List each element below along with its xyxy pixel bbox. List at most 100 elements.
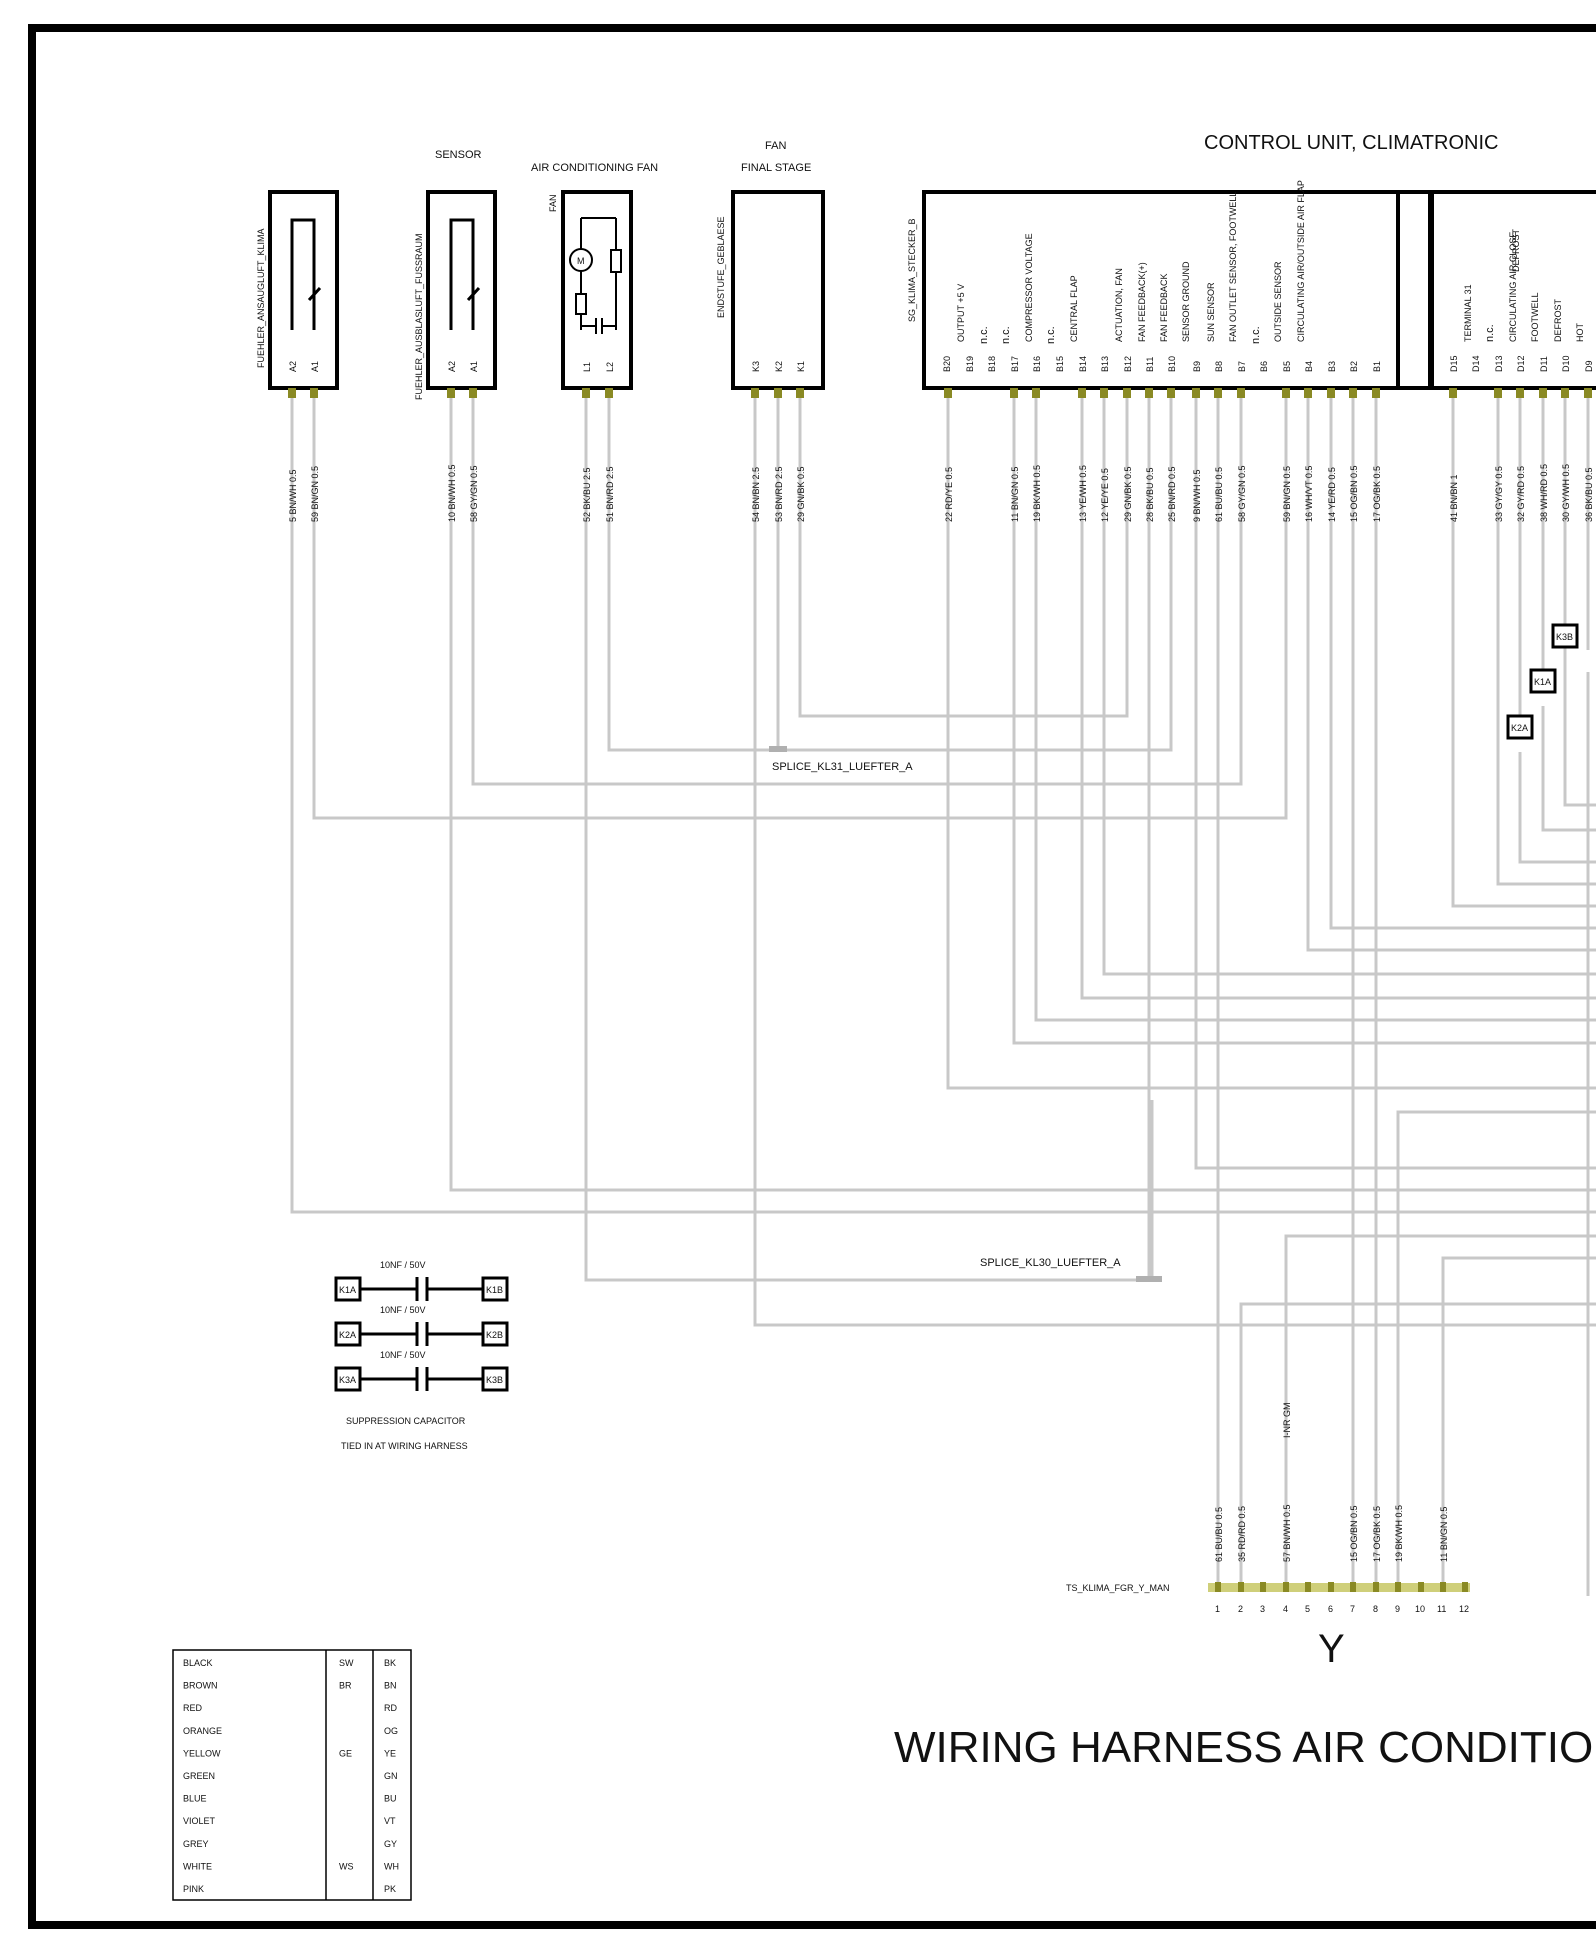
color-table-code: RD [384, 1703, 397, 1713]
control-unit-b-pin-b20: B20 [942, 356, 952, 372]
control-unit-divider [1396, 190, 1432, 390]
control-unit-b-pin-b15: B15 [1055, 356, 1065, 372]
splice-kl30-marker [1136, 1276, 1162, 1282]
wire-label-bottom: 57 BN/WH 0.5 [1282, 1504, 1292, 1562]
pin-stubs [288, 388, 1592, 398]
fan-header-line1: FAN [765, 140, 786, 152]
wire-b16 [1034, 390, 1596, 1022]
svg-text:K1B: K1B [486, 1285, 503, 1295]
wire-label-endstufe: 54 BN/BN 2.5 [751, 467, 761, 522]
splice-kl31-label: SPLICE_KL31_LUEFTER_A [772, 761, 913, 773]
svg-text:K1A: K1A [1534, 677, 1551, 687]
color-table-code: OG [384, 1726, 398, 1736]
wire-b17 [1012, 390, 1596, 1045]
fan-name: FAN [548, 194, 558, 212]
connector-y-pin [1305, 1582, 1311, 1592]
pin-stub [469, 388, 477, 398]
control-unit-b-pin-label-b15: CENTRAL FLAP [1069, 275, 1079, 342]
control-unit-b-box [922, 190, 1400, 390]
page-title: WIRING HARNESS AIR CONDITIO [894, 1723, 1593, 1772]
svg-text:K3A: K3A [339, 1375, 356, 1385]
fan-header-line2: FINAL STAGE [741, 162, 811, 174]
control-unit-d-pin-d15: D15 [1449, 355, 1459, 372]
color-table-name: ORANGE [183, 1726, 222, 1736]
wire-bottom-9 [1396, 1110, 1596, 1582]
connector-y-pin [1373, 1582, 1379, 1592]
connector-y-pin [1462, 1582, 1468, 1592]
control-unit-b-pin-b19: B19 [965, 356, 975, 372]
color-table-name: VIOLET [183, 1816, 216, 1826]
pin-stub [1237, 388, 1245, 398]
control-unit-b-pin-label-b13: ACTUATION, FAN [1114, 268, 1124, 342]
wire-bottom-2 [1239, 1302, 1596, 1582]
wire-label-sg-d: 36 BK/BU 0.5 [1584, 467, 1594, 522]
wire-label-sg-b: 61 BU/BU 0.5 [1214, 467, 1224, 522]
color-table-name: BROWN [183, 1681, 218, 1691]
control-unit-b-pin-label-b12: FAN FEEDBACK(+) [1137, 262, 1147, 342]
wire-b3 [1329, 390, 1596, 930]
page-border [28, 24, 1596, 1929]
color-table-name: BLACK [183, 1658, 213, 1668]
control-unit-d-pin-d12: D12 [1516, 355, 1526, 372]
wire-label-fan: 51 BN/RD 2.5 [605, 466, 615, 522]
control-unit-b-pin-label-b9: SUN SENSOR [1206, 282, 1216, 342]
pin-stub [1282, 388, 1290, 398]
pin-stub [1192, 388, 1200, 398]
pin-stub [288, 388, 296, 398]
control-unit-b-pin-b16: B16 [1032, 356, 1042, 372]
wire-label-sg-b: 15 OG/BN 0.5 [1349, 465, 1359, 522]
pin-stub [1372, 388, 1380, 398]
wire-label-bottom: 61 BU/BU 0.5 [1214, 1507, 1224, 1562]
control-unit-b-pin-b8: B8 [1214, 361, 1224, 372]
wire-d10 [1563, 390, 1596, 807]
control-unit-b-pin-label-b17: COMPRESSOR VOLTAGE [1024, 233, 1034, 342]
connector-y-pin-number: 5 [1305, 1604, 1310, 1614]
color-table-name: BLUE [183, 1794, 207, 1804]
wire-label-sg-d: 30 GY/WH 0.5 [1561, 464, 1571, 522]
wire-b20 [946, 390, 1596, 1090]
connector-y-pin-number: 4 [1283, 1604, 1288, 1614]
pin-stub [1123, 388, 1131, 398]
wire-label-bottom: 11 BN/GN 0.5 [1439, 1507, 1449, 1562]
wire-fan-l2 [607, 390, 1173, 752]
pin-stub [605, 388, 613, 398]
wire-label-ausblas: 10 BN/WH 0.5 [447, 464, 457, 522]
control-unit-b-pin-b10: B10 [1167, 356, 1177, 372]
fan-pin-l2: L2 [605, 362, 615, 372]
control-unit-d-pin-d10: D10 [1561, 355, 1571, 372]
fuehler-ansaug-name: FUEHLER_ANSAUGLUFT_KLIMA [256, 228, 266, 368]
wire-label-fan: 52 BK/BU 2.5 [582, 467, 592, 522]
svg-text:10NF / 50V: 10NF / 50V [380, 1260, 426, 1270]
wire-label-sg-b: 17 OG/BK 0.5 [1372, 466, 1382, 522]
wire-label-ansaug: 5 BN/WH 0.5 [288, 469, 298, 522]
control-unit-b-name: SG_KLIMA_STECKER_B [907, 218, 917, 322]
control-unit-b-pin-label-b10: SENSOR GROUND [1181, 261, 1191, 342]
splice-kl31-marker [769, 746, 787, 752]
wire-endstufe-k3 [753, 390, 1596, 1327]
fuehler-ausblas-pin-a2: A2 [447, 361, 457, 372]
control-unit-b-pin-b6: B6 [1259, 361, 1269, 372]
control-unit-b-pin-label-b16: n.c. [1045, 326, 1057, 344]
wire-b9 [1194, 390, 1596, 1170]
control-unit-b-pin-b18: B18 [987, 356, 997, 372]
color-table-de: GE [339, 1748, 352, 1758]
color-table-code: VT [384, 1816, 396, 1826]
pin-stub [1349, 388, 1357, 398]
color-table-code: PK [384, 1884, 396, 1894]
pin-stub [1327, 388, 1335, 398]
connector-y-strip [1208, 1583, 1470, 1592]
fan-box [561, 190, 633, 390]
pin-stub [1078, 388, 1086, 398]
pin-stub [1032, 388, 1040, 398]
color-table-name: YELLOW [183, 1748, 221, 1758]
wire-label-sg-b: 9 BN/WH 0.5 [1192, 469, 1202, 522]
color-table-code: BN [384, 1681, 397, 1691]
endstufe-box [731, 190, 825, 390]
connector-y-pin [1260, 1582, 1266, 1592]
connector-y-pin [1350, 1582, 1356, 1592]
connector-y-pin [1395, 1582, 1401, 1592]
control-unit-b-pin-b2: B2 [1349, 361, 1359, 372]
capacitor-k3: 10NF / 50V K3A K3B [334, 1350, 509, 1392]
control-unit-b-pin-b12: B12 [1123, 356, 1133, 372]
